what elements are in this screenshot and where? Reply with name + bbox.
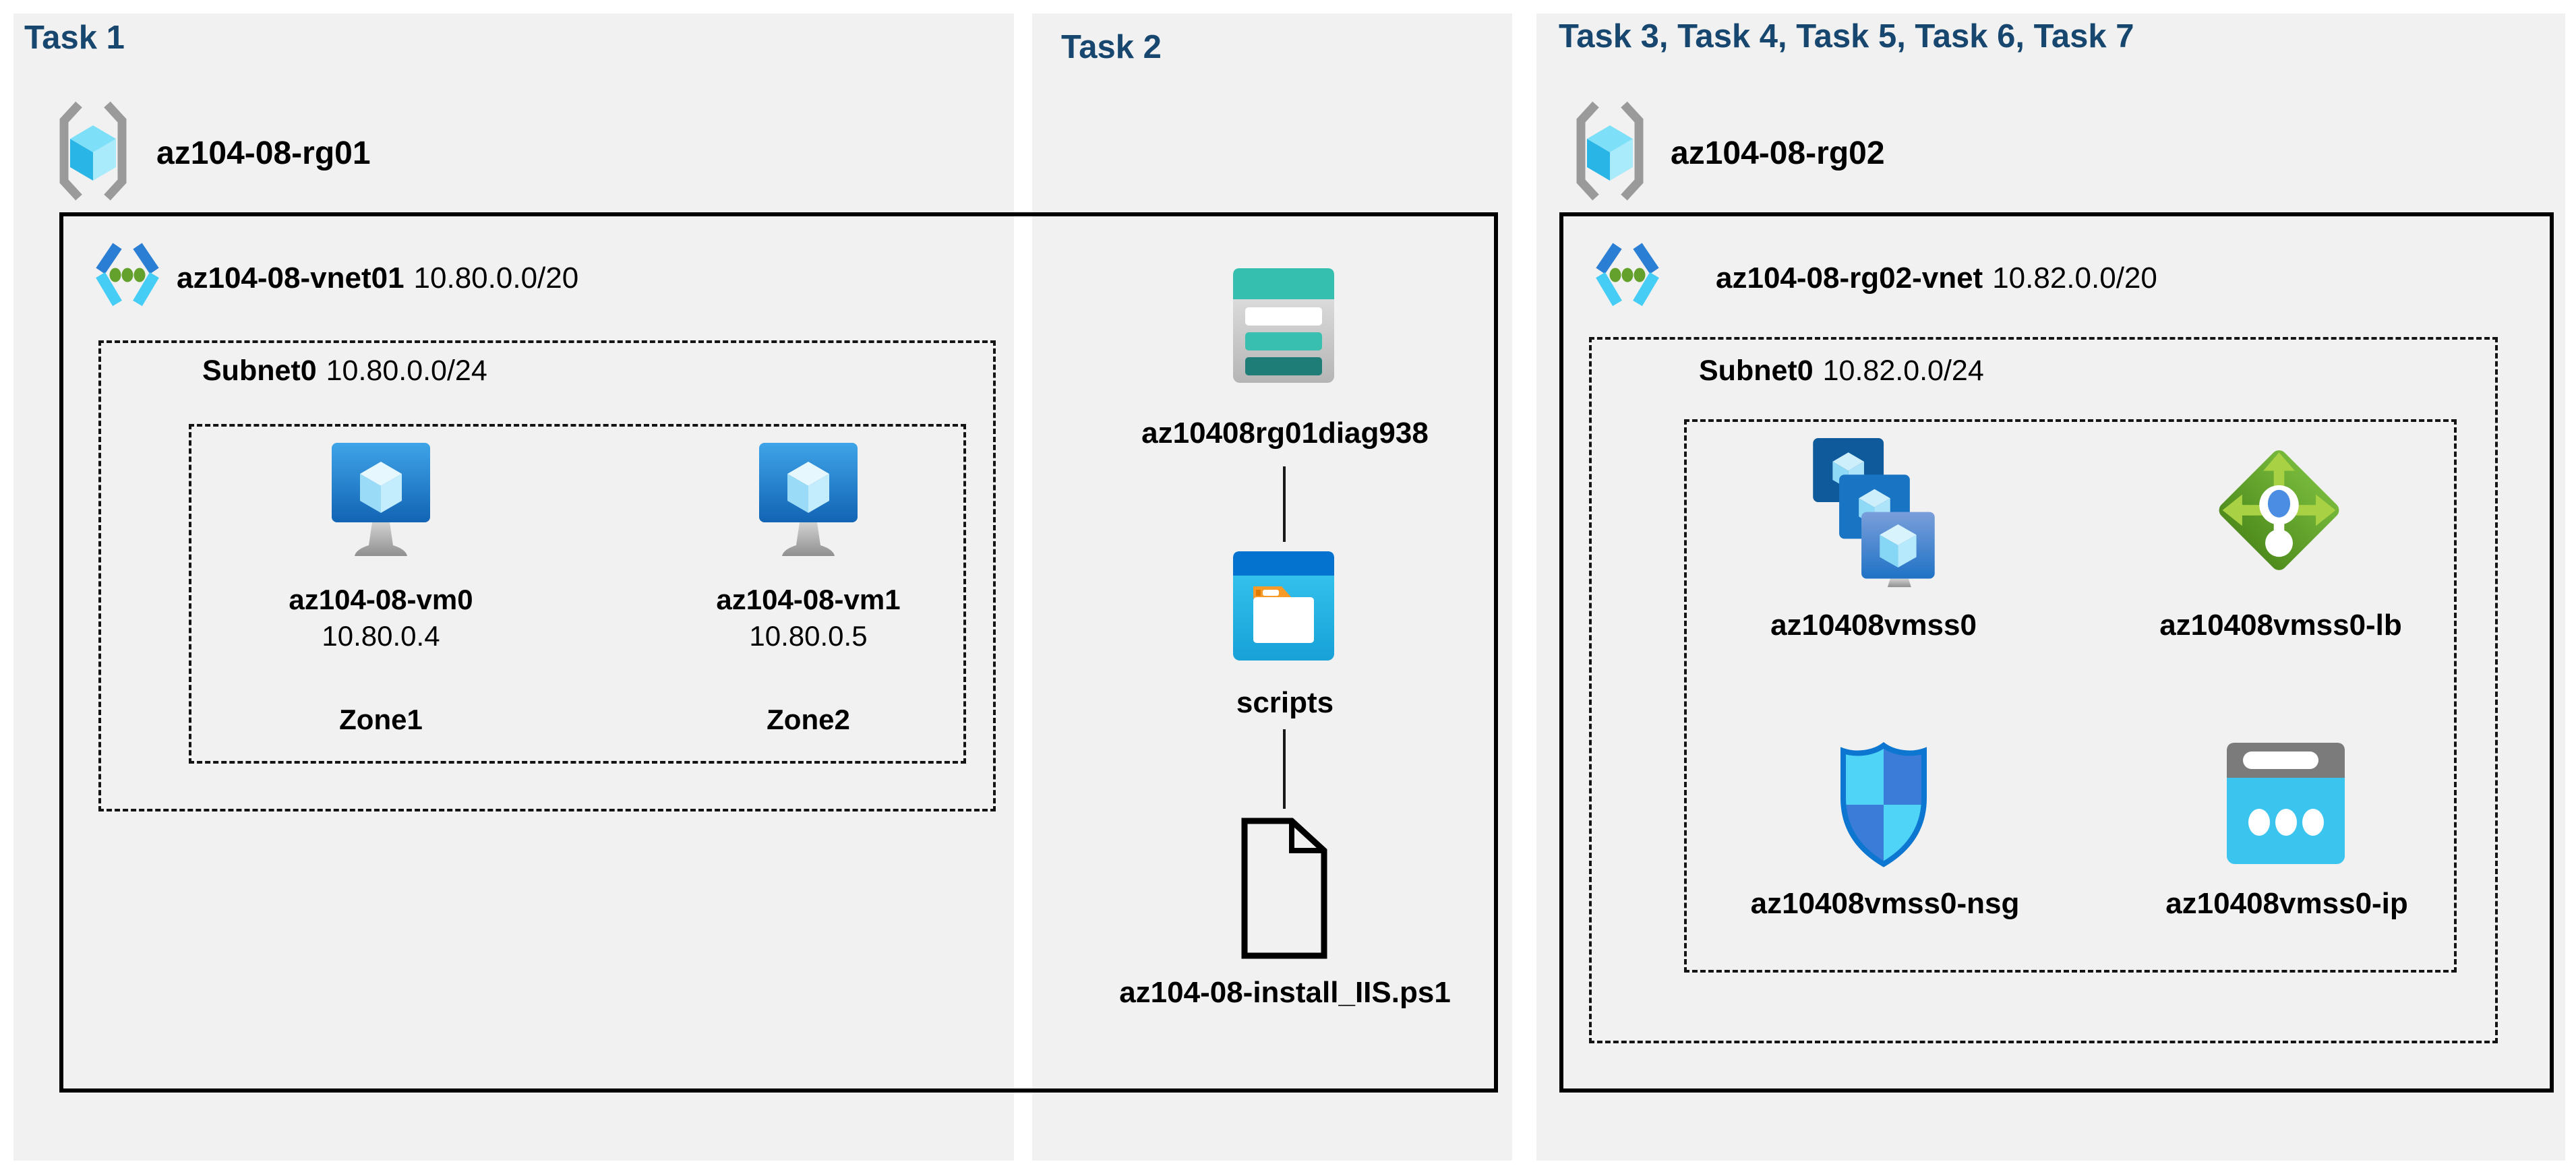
vnet2-label: az104-08-rg02-vnet 10.82.0.0/20 (1716, 262, 2157, 295)
resource-group-icon (1576, 101, 1644, 201)
load-balancer-name: az10408vmss0-lb (2159, 609, 2402, 642)
vm1-zone: Zone2 (767, 704, 850, 735)
subnet0-left-name: Subnet0 (202, 355, 317, 387)
public-ip-name: az10408vmss0-ip (2165, 887, 2408, 920)
subnet0-right-name: Subnet0 (1699, 355, 1814, 387)
storage-account-name: az10408rg01diag938 (1141, 417, 1429, 450)
script-file-name: az104-08-install_IIS.ps1 (1119, 976, 1451, 1009)
subnet0-left-label: Subnet0 10.80.0.0/24 (202, 355, 487, 388)
vnet1-name: az104-08-vnet01 (177, 262, 405, 295)
vnet1-cidr: 10.80.0.0/20 (413, 262, 579, 295)
task3-7-panel (1536, 13, 2565, 1161)
network-security-group-icon (1840, 742, 1927, 867)
task3-7-header: Task 3, Task 4, Task 5, Task 6, Task 7 (1559, 18, 2134, 55)
subnet0-left-cidr: 10.80.0.0/24 (326, 355, 487, 387)
resource-group-icon (59, 101, 127, 201)
vnet2-cidr: 10.82.0.0/20 (1992, 262, 2157, 295)
vnet1-boundary-box (59, 212, 1498, 1093)
vm0-zone: Zone1 (339, 704, 423, 735)
virtual-machine-icon (332, 443, 430, 556)
blob-container-icon (1233, 551, 1334, 661)
vm0-ip: 10.80.0.4 (322, 620, 440, 652)
container-name: scripts (1236, 686, 1334, 719)
file-icon (1241, 818, 1327, 959)
task1-panel (13, 13, 1014, 1161)
task1-header: Task 1 (24, 20, 125, 56)
vmss-name: az10408vmss0 (1770, 609, 1977, 642)
virtual-network-icon (96, 243, 159, 307)
container-to-file-connector (1283, 729, 1286, 809)
vm0-name: az104-08-vm0 (289, 584, 473, 615)
load-balancer-icon (2219, 450, 2339, 570)
vnet2-boundary-box (1559, 212, 2554, 1093)
vm1-ip: 10.80.0.5 (749, 620, 868, 652)
virtual-network-icon (1596, 243, 1659, 307)
vm1-name: az104-08-vm1 (716, 584, 901, 615)
vm-scale-set-icon (1813, 437, 1935, 588)
subnet0-left-dashed-box (98, 340, 996, 811)
storage-account-icon (1233, 268, 1334, 383)
storage-to-container-connector (1283, 466, 1286, 542)
virtual-machine-icon (759, 443, 858, 556)
resource-group-1-name: az104-08-rg01 (156, 135, 371, 171)
resource-group-2-name: az104-08-rg02 (1671, 135, 1885, 171)
vm-zone-dashed-box (189, 424, 966, 764)
subnet0-right-dashed-box (1589, 337, 2498, 1043)
vnet2-name: az104-08-rg02-vnet (1716, 262, 1983, 295)
subnet0-right-cidr: 10.82.0.0/24 (1822, 355, 1984, 387)
nsg-name: az10408vmss0-nsg (1750, 887, 2020, 920)
vmss-inner-dashed-box (1684, 419, 2457, 973)
public-ip-icon (2227, 743, 2345, 864)
task2-header: Task 2 (1061, 29, 1162, 65)
